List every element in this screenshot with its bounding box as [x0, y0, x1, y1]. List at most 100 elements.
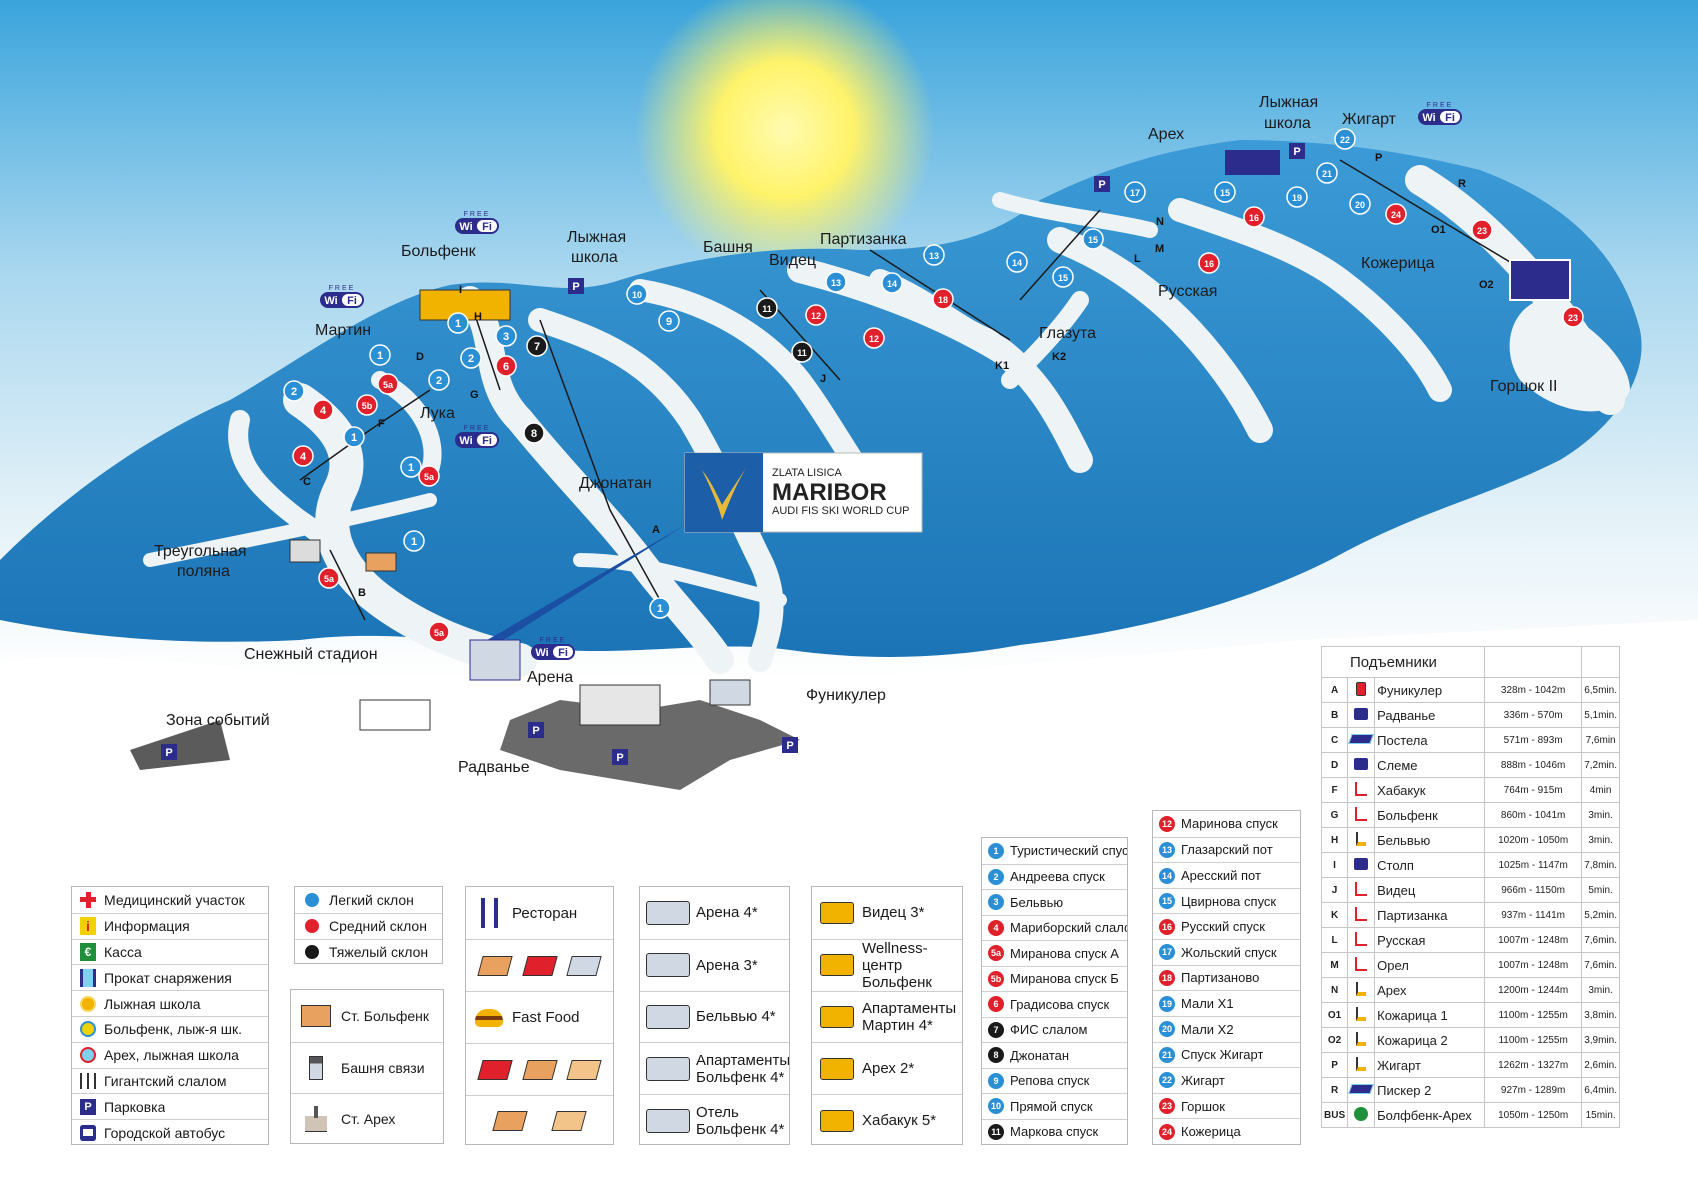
slope-pin-dot [1214, 181, 1236, 203]
lift-key: N [1320, 977, 1349, 1003]
slope-number-badge: 17 [1159, 944, 1175, 961]
wifi-free-text: FREE [464, 211, 491, 218]
slope-pin-dot [805, 304, 827, 326]
wifi-pill-inner [477, 220, 497, 232]
lift-heights: 336m - 570m [1484, 702, 1583, 728]
lift-time: 2,6min. [1581, 1052, 1620, 1078]
slope-name: Прямой спуск [1010, 1098, 1093, 1114]
legend-label: Ст. Больфенк [341, 1007, 430, 1024]
legend-hotels-1: Арена 4*Арена 3*Бельвью 4*Апартаменты Бо… [639, 886, 790, 1145]
lift-heights: 927m - 1289m [1484, 1077, 1583, 1103]
parking-square [161, 744, 177, 760]
road-area [130, 720, 230, 770]
map-label-skischool2a: Лыжная [1259, 94, 1318, 111]
slope-pin: 6 [495, 355, 517, 377]
slope-pin: 14 [881, 272, 903, 294]
slope-number-badge: 15 [1159, 893, 1175, 910]
legend-row: Арена 4* [640, 887, 789, 939]
legend-row: Видец 3* [812, 887, 962, 939]
slope-number-badge: 8 [988, 1047, 1004, 1064]
hotel-building-icon [646, 1056, 690, 1081]
slope-pin-number: 5b [362, 401, 373, 411]
lift-name: Партизанка [1374, 902, 1486, 928]
slope-number-badge: 10 [988, 1098, 1004, 1115]
button-lift-icon [1356, 831, 1367, 846]
lift-time: 5,1min. [1581, 702, 1620, 728]
slope-pin: 19 [1286, 186, 1308, 208]
lift-time: 3min. [1581, 802, 1620, 828]
button-lift-icon [1356, 1006, 1367, 1021]
lift-name: Видец [1374, 877, 1486, 903]
map-label-luka: Лука [420, 405, 455, 422]
button-lift-icon [1356, 981, 1367, 996]
slope-name: Мали X1 [1181, 996, 1234, 1012]
slope-pin: 15 [1214, 181, 1236, 203]
slope-number-badge: 6 [988, 996, 1004, 1013]
slope-number-badge: 5a [988, 945, 1004, 962]
lift-letter-c: C [303, 476, 311, 488]
slope-pin-dot [283, 380, 305, 402]
slope-pin-number: 1 [377, 350, 383, 362]
slope-pin-number: 16 [1204, 259, 1214, 269]
t-bar-lift-icon [1355, 806, 1368, 821]
legend-label: Wellness-центр Больфенк [862, 939, 932, 991]
slope-pin-dot [460, 347, 482, 369]
map-label-treug1: Треугольная [154, 543, 247, 560]
info-icon: i [80, 917, 96, 936]
slope-pin-dot [863, 327, 885, 349]
lift-key: A [1320, 677, 1349, 703]
slope-number-badge: 16 [1159, 918, 1175, 935]
legend-row: Арена 3* [640, 938, 789, 991]
gorshok-plateau [1509, 300, 1630, 412]
lift-icon-cell [1347, 1052, 1376, 1078]
map-label-areh: Арех [1148, 126, 1184, 143]
map-label-skischool1a: Лыжная [567, 229, 626, 246]
slope-pin: 16 [1243, 206, 1265, 228]
slope-pin-number: 2 [436, 375, 442, 387]
slope-pin-number: 5a [383, 380, 394, 390]
lift-name: Пискер 2 [1374, 1077, 1486, 1103]
slope-pin-dot [756, 297, 778, 319]
hotel-building-icon [646, 900, 690, 925]
lift-time: 3min. [1581, 827, 1620, 853]
legend-label: Медицинский участок [104, 891, 245, 908]
slope-pin: 1 [343, 426, 365, 448]
legend-row: Ст. Больфенк [291, 990, 443, 1042]
slope-pin-number: 16 [1249, 213, 1259, 223]
legend-label: Средний склон [329, 918, 427, 935]
wifi-pill-inner [342, 294, 362, 306]
slope-pin: 2 [283, 380, 305, 402]
lift-time: 15min. [1581, 1102, 1620, 1128]
slope-pin-dot [1198, 252, 1220, 274]
slope-pin-number: 2 [291, 386, 297, 398]
t-bar-lift-icon [1355, 956, 1368, 971]
lift-time: 6,5min. [1581, 677, 1620, 703]
slope-pin-dot [932, 288, 954, 310]
slope-name: Аресский пот [1181, 868, 1261, 884]
lift-icon-cell [1347, 777, 1376, 803]
parking-letter: P [616, 752, 623, 764]
map-label-arena: Арена [527, 669, 573, 686]
hotel-building-icon [820, 954, 854, 977]
wifi-fi-text: Fi [482, 435, 492, 447]
legend-row: Хабакук 5* [812, 1094, 962, 1146]
legend-row: Wellness-центр Больфенк [812, 938, 962, 991]
lift-heights: 1262m - 1327m [1484, 1052, 1583, 1078]
slope-pin: 1 [447, 312, 469, 334]
slope-pin: 22 [1334, 128, 1356, 150]
legend-label: Арена 3* [696, 956, 758, 974]
slope-pin-number: 4 [300, 451, 307, 463]
parking-square [568, 278, 584, 294]
legend-row: Больфенк, лыж-я шк. [72, 1016, 268, 1042]
